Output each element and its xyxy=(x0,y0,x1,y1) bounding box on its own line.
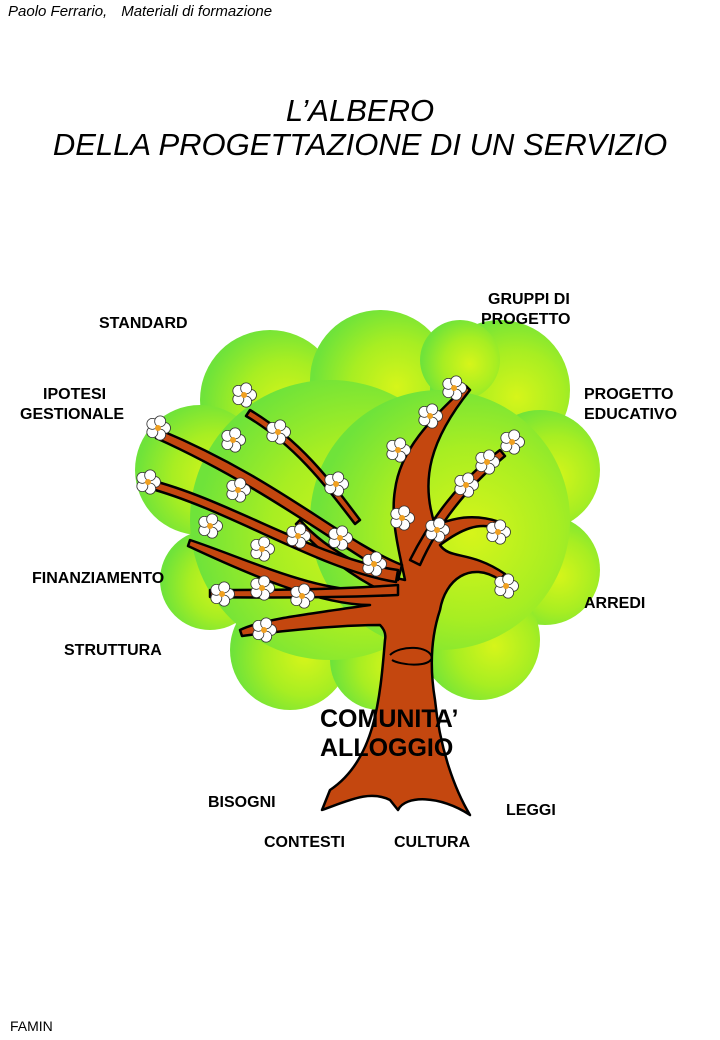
label-gruppi-1: GRUPPI DI xyxy=(488,291,570,308)
label-arredi: ARREDI xyxy=(584,595,646,612)
blossom-icon xyxy=(386,437,411,463)
title-line-2: DELLA PROGETTAZIONE DI UN SERVIZIO xyxy=(52,127,668,162)
blossom-icon xyxy=(362,551,387,577)
blossom-icon xyxy=(266,419,291,445)
label-comunita: COMUNITA’ xyxy=(320,705,459,733)
blossom-icon xyxy=(494,573,519,599)
title-line-1: L’ALBERO xyxy=(285,93,435,128)
label-alloggio: ALLOGGIO xyxy=(320,734,454,762)
blossoms xyxy=(136,375,525,643)
blossom-icon xyxy=(146,415,171,441)
page-header: Paolo Ferrario, Materiali di formazione xyxy=(8,3,272,20)
label-ipotesi-1: IPOTESI xyxy=(43,386,107,403)
footer-famin: FAMIN xyxy=(10,1018,53,1034)
label-cultura: CULTURA xyxy=(394,834,471,851)
blossom-icon xyxy=(328,525,353,551)
label-struttura: STRUTTURA xyxy=(64,642,162,659)
label-ipotesi-2: GESTIONALE xyxy=(20,406,125,423)
canopy xyxy=(135,310,600,710)
label-progetto-1: PROGETTO xyxy=(584,386,674,403)
blossom-icon xyxy=(425,517,450,543)
label-bisogni: BISOGNI xyxy=(208,794,276,811)
label-leggi: LEGGI xyxy=(506,802,556,819)
blossom-icon xyxy=(475,449,500,475)
blossom-icon xyxy=(418,403,443,429)
blossom-icon xyxy=(286,523,311,549)
blossom-icon xyxy=(454,472,479,498)
blossom-icon xyxy=(500,429,525,455)
label-contesti: CONTESTI xyxy=(264,834,345,851)
blossom-icon xyxy=(290,583,315,609)
blossom-icon xyxy=(252,617,277,643)
author: Paolo Ferrario, xyxy=(8,3,108,20)
blossom-icon xyxy=(221,427,246,453)
blossom-icon xyxy=(250,536,275,562)
blossom-icon xyxy=(324,471,349,497)
blossom-icon xyxy=(232,382,257,408)
label-finanziamento: FINANZIAMENTO xyxy=(32,570,165,587)
blossom-icon xyxy=(442,375,467,401)
blossom-icon xyxy=(486,519,511,545)
blossom-icon xyxy=(198,513,223,539)
label-progetto-2: EDUCATIVO xyxy=(584,406,678,423)
blossom-icon xyxy=(390,505,415,531)
label-gruppi-2: PROGETTO xyxy=(481,311,571,328)
blossom-icon xyxy=(250,575,275,601)
blossom-icon xyxy=(210,581,235,607)
label-standard: STANDARD xyxy=(99,315,188,332)
blossom-icon xyxy=(226,477,251,503)
blossom-icon xyxy=(136,469,161,495)
subtitle: Materiali di formazione xyxy=(121,3,273,20)
